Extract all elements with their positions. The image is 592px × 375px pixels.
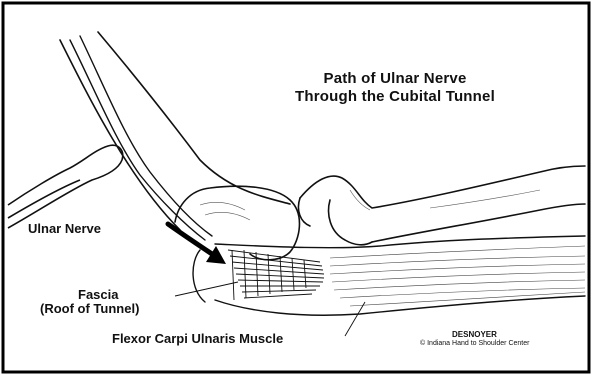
fascia-leader-line (175, 282, 238, 296)
copyright-notice: © Indiana Hand to Shoulder Center (420, 339, 529, 348)
flexor-carpi-ulnaris (193, 236, 585, 315)
artist-signature: DESNOYER (452, 330, 497, 339)
label-ulnar-nerve: Ulnar Nerve (28, 222, 101, 236)
ulnar-nerve (70, 36, 212, 240)
muscle-leader-line (345, 302, 365, 336)
ulna-bone (298, 166, 585, 245)
muscle-striations (330, 246, 585, 306)
label-roof-of-tunnel: (Roof of Tunnel) (40, 302, 139, 316)
retractor-instrument (8, 145, 123, 228)
fascia-fan (228, 250, 324, 300)
diagram-title-line2: Through the Cubital Tunnel (240, 88, 550, 106)
label-flexor-carpi-ulnaris: Flexor Carpi Ulnaris Muscle (112, 332, 283, 346)
diagram-title-line1: Path of Ulnar Nerve (240, 70, 550, 88)
label-fascia: Fascia (78, 288, 118, 302)
bone-shading (200, 190, 540, 220)
